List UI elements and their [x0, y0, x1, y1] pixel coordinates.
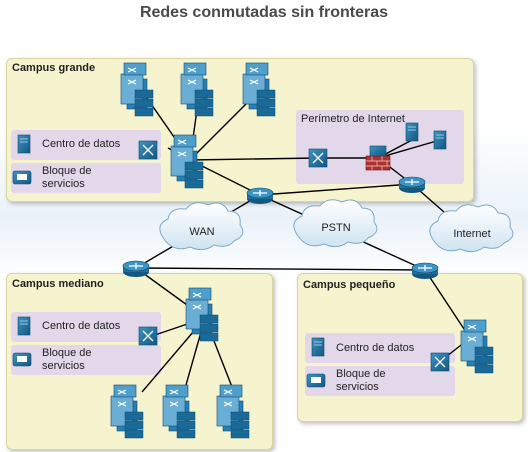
- perimeter-server-1-icon: [405, 122, 419, 142]
- pequeno-router-icon: [411, 262, 439, 280]
- internet-perimeter-label: Perímetro de Internet: [301, 113, 405, 125]
- perimeter-server-2-icon: [433, 130, 447, 150]
- pstn-cloud: [293, 199, 378, 248]
- mediano-services-block: [11, 345, 161, 375]
- mediano-router-icon: [122, 260, 150, 278]
- pequeno-services-icon: [306, 373, 326, 388]
- mediano-datacenter-icon: [17, 316, 31, 336]
- mediano-access-switch-1-icon: [110, 384, 144, 439]
- diagram-title: Redes conmutadas sin fronteras: [139, 4, 389, 21]
- grande-services-block: [11, 163, 161, 193]
- mediano-access-switch-2-icon: [162, 384, 196, 439]
- grande-core-switch-icon: [170, 134, 204, 189]
- pequeno-services-label-1: Bloque de: [336, 368, 386, 380]
- campus-pequeno-label: Campus pequeño: [303, 279, 396, 291]
- mediano-datacenter-block: [11, 312, 161, 342]
- pequeno-datacenter-label: Centro de datos: [336, 342, 415, 354]
- grande-datacenter-block: [11, 130, 161, 160]
- internet-router-icon: [398, 176, 426, 194]
- mediano-distribution-switch-icon: [138, 326, 158, 346]
- pequeno-services-block: [305, 366, 455, 396]
- pequeno-datacenter-block: [305, 333, 455, 363]
- wan-label: WAN: [189, 226, 215, 238]
- grande-distribution-switch-icon: [138, 140, 158, 160]
- grande-access-switch-2-icon: [180, 62, 214, 117]
- grande-access-switch-1-icon: [120, 62, 154, 117]
- mediano-core-switch-icon: [185, 287, 219, 342]
- perimeter-switch-icon: [308, 148, 328, 168]
- internet-cloud: [429, 204, 514, 253]
- pequeno-core-switch-icon: [460, 319, 494, 374]
- mediano-access-switch-3-icon: [216, 384, 250, 439]
- grande-datacenter-label: Centro de datos: [42, 138, 121, 150]
- pequeno-distribution-switch-icon: [430, 352, 450, 372]
- grande-services-icon: [12, 170, 32, 185]
- grande-services-label-2: servicios: [42, 178, 85, 190]
- mediano-services-label-2: servicios: [42, 360, 85, 372]
- pstn-label: PSTN: [321, 222, 351, 234]
- grande-services-label-1: Bloque de: [42, 165, 92, 177]
- grande-datacenter-icon: [17, 134, 31, 154]
- grande-access-switch-3-icon: [242, 62, 276, 117]
- campus-mediano-label: Campus mediano: [12, 278, 104, 290]
- firewall-icon: [365, 145, 391, 171]
- pequeno-services-label-2: servicios: [336, 381, 379, 393]
- campus-grande-label: Campus grande: [12, 62, 96, 74]
- wan-cloud: [159, 202, 244, 251]
- mediano-services-label-1: Bloque de: [42, 347, 92, 359]
- pequeno-datacenter-icon: [311, 337, 325, 357]
- internet-label: Internet: [453, 228, 491, 240]
- core-router-icon: [246, 187, 274, 205]
- mediano-services-icon: [12, 352, 32, 367]
- mediano-datacenter-label: Centro de datos: [42, 320, 121, 332]
